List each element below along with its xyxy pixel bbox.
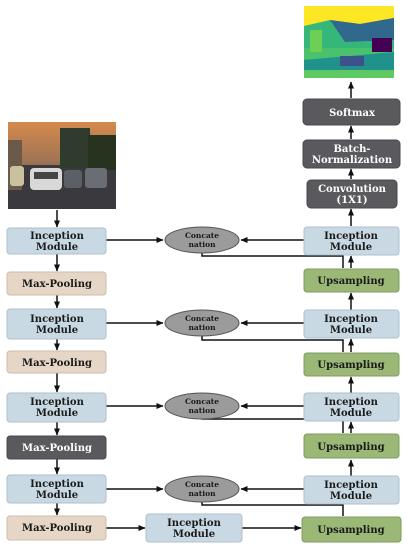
- softmax-label: Softmax: [329, 108, 376, 119]
- max-pooling-3: Max-Pooling: [6, 435, 107, 460]
- upsampling-3: Upsampling: [303, 352, 400, 377]
- upsampling-2: Upsampling: [303, 433, 400, 459]
- upsampling-1: Upsampling: [301, 516, 402, 543]
- max-pooling-2: Max-Pooling: [6, 350, 107, 374]
- max-pooling-1: Max-Pooling: [6, 271, 107, 296]
- max-pooling-2-label: Max-Pooling: [22, 358, 92, 369]
- upsampling-2-label: Upsampling: [317, 442, 384, 453]
- upsampling-4: Upsampling: [303, 268, 400, 293]
- upsampling-1-label: Upsampling: [317, 525, 384, 536]
- upsampling-3-label: Upsampling: [317, 360, 384, 371]
- output-segmentation: [304, 6, 394, 78]
- input-image: [8, 122, 116, 209]
- batch-normalization-label: Batch-Normalization: [312, 144, 393, 166]
- convolution-1x1: Convolution(1X1): [306, 179, 398, 209]
- max-pooling-4-label: Max-Pooling: [22, 523, 92, 534]
- upsampling-4-label: Upsampling: [317, 276, 384, 287]
- max-pooling-4: Max-Pooling: [6, 515, 107, 541]
- max-pooling-1-label: Max-Pooling: [22, 279, 92, 290]
- max-pooling-3-label: Max-Pooling: [22, 443, 92, 454]
- softmax: Softmax: [302, 98, 401, 126]
- batch-normalization: Batch-Normalization: [302, 139, 401, 169]
- convolution-label: Convolution(1X1): [318, 184, 387, 206]
